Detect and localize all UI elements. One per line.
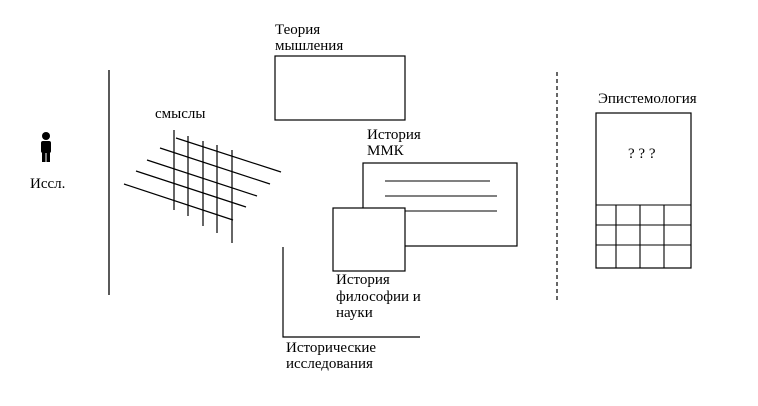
meanings-label: смыслы [155,106,206,122]
philosophy-history-label-line2: философии и [336,289,421,305]
epistemology-box [595,112,692,269]
philosophy-history-label-line1: История [336,272,390,288]
historical-research-axis [282,247,420,338]
epistemology-table [596,204,691,268]
epistemology-question-label: ? ? ? [628,146,656,162]
person-icon [41,132,51,162]
philosophy-history-label-line3: науки [336,305,373,321]
historical-research-label-line1: Исторические [286,340,377,356]
thinking-theory-label-line1: Теория [275,22,321,38]
thinking-theory-box [274,55,406,121]
mmk-history-text-lines [385,180,497,212]
mmk-history-box [362,162,518,247]
meanings-grid [123,130,282,243]
historical-research-label-line2: исследования [286,356,373,372]
mmk-history-label-line1: История [367,127,421,143]
epistemology-label: Эпистемология [598,91,697,107]
mmk-history-label-line2: ММК [367,143,404,159]
researcher-label: Иссл. [30,176,66,192]
philosophy-history-box [332,207,406,272]
thinking-theory-label-line2: мышления [275,38,344,54]
